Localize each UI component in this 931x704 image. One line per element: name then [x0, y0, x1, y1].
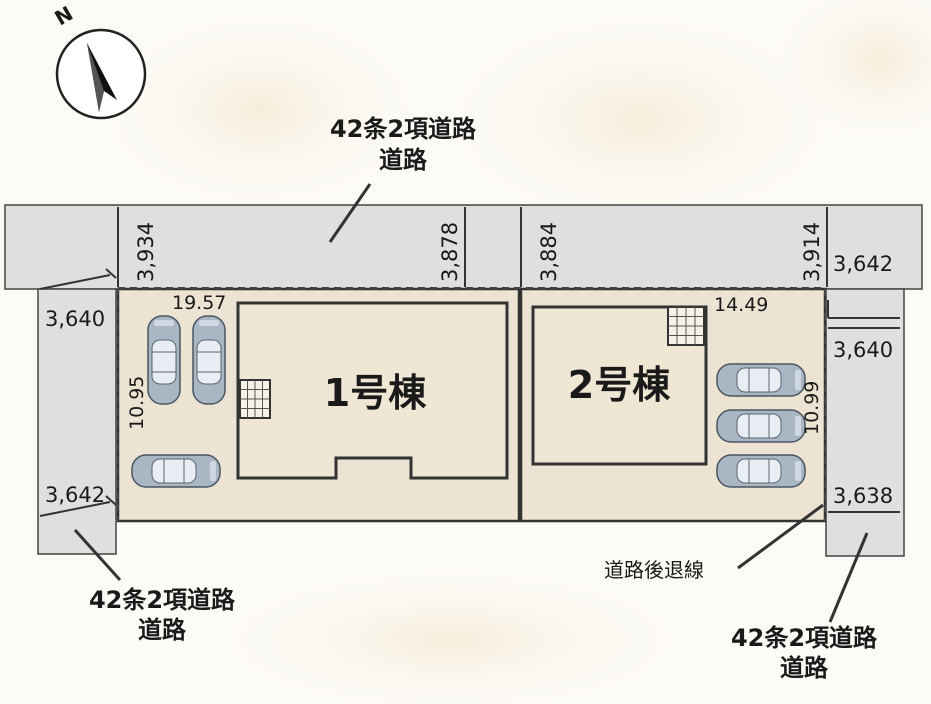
road-width-top-4: 3,914 — [800, 222, 824, 282]
road-width-right-mid: 3,640 — [833, 338, 893, 362]
left-road — [37, 288, 117, 555]
building-1-name: 1号棟 — [324, 371, 427, 415]
compass-icon: N — [51, 1, 147, 120]
side-width-markers — [39, 268, 900, 517]
lot-2-depth: 10.99 — [801, 381, 823, 435]
car-icon — [147, 315, 181, 405]
top-road-label-line2: 道路 — [379, 146, 428, 174]
car-icon — [716, 409, 806, 443]
bottom-right-road-label-line2: 道路 — [780, 654, 829, 682]
road-width-left-bottom: 3,642 — [45, 483, 105, 507]
stair-grid-1 — [239, 379, 271, 419]
road-width-markers — [117, 207, 828, 287]
road-width-top-3: 3,884 — [537, 222, 561, 282]
background-decoration — [80, 0, 931, 704]
road-width-right-top: 3,642 — [833, 252, 893, 276]
stair-grid-2 — [667, 306, 705, 346]
road-width-left-top: 3,640 — [45, 307, 105, 331]
lot-1-frontage: 19.57 — [172, 292, 226, 314]
road-width-right-bottom: 3,638 — [833, 484, 893, 508]
car-icon — [192, 315, 226, 405]
building-1 — [236, 301, 509, 480]
buildings — [236, 301, 708, 480]
lot-2-frontage: 14.49 — [714, 294, 768, 316]
leader-lines — [73, 183, 869, 623]
building-2-name: 2号棟 — [568, 363, 671, 407]
car-icon — [716, 363, 806, 397]
bottom-left-road-label-line2: 道路 — [138, 616, 187, 644]
roads — [4, 204, 923, 557]
north-label: N — [51, 1, 78, 30]
bottom-right-road-label-line1: 42条2項道路 — [731, 624, 878, 652]
top-road-label-line1: 42条2項道路 — [330, 115, 477, 143]
right-road — [825, 288, 905, 557]
road-width-top-2: 3,878 — [438, 222, 462, 282]
lot-1-depth: 10.95 — [126, 376, 148, 430]
car-icon — [716, 454, 806, 488]
top-road — [4, 204, 923, 290]
car-icon — [131, 454, 221, 488]
bottom-left-road-label-line1: 42条2項道路 — [89, 586, 236, 614]
road-width-top-1: 3,934 — [134, 222, 158, 282]
setback-label: 道路後退線 — [604, 558, 704, 582]
